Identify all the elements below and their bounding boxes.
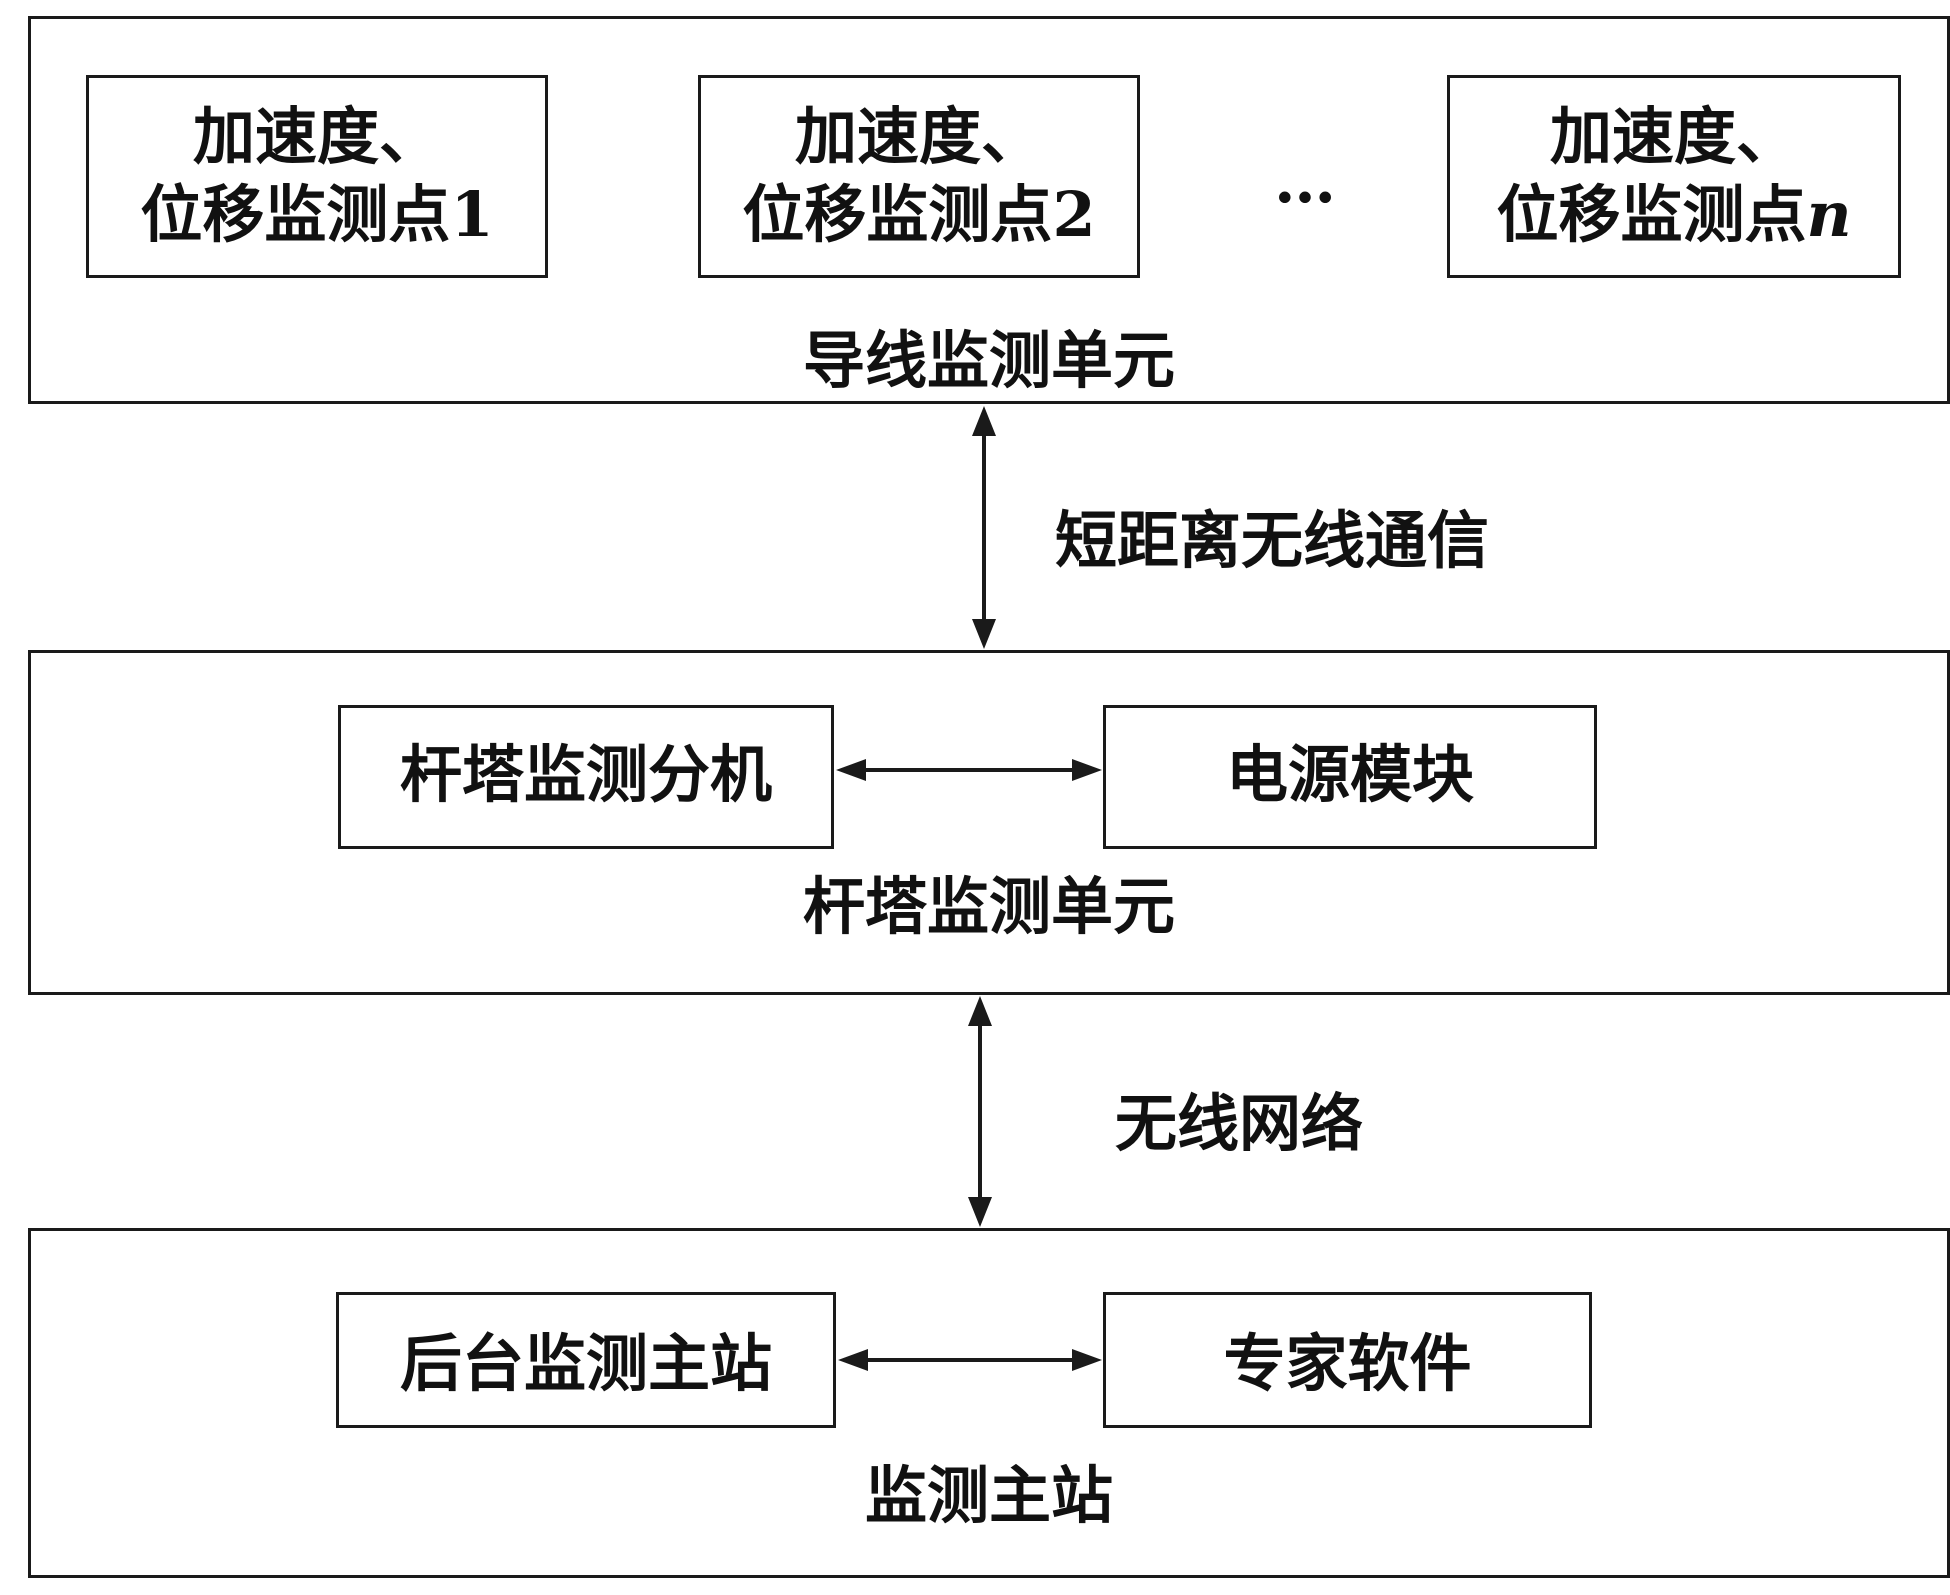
tower-monitoring-unit-label: 杆塔监测单元 bbox=[802, 870, 1175, 943]
monitoring-point-1-label: 加速度、 位移监测点1 bbox=[86, 98, 548, 254]
short-range-wireless-arrow bbox=[972, 406, 996, 649]
monitoring-point-2-line2-wrap: 位移监测点2 bbox=[698, 176, 1140, 254]
monitoring-point-n-line2: 位移监测点 bbox=[1496, 178, 1807, 251]
expert-software-box bbox=[1103, 1292, 1592, 1428]
monitoring-point-2-index: 2 bbox=[1052, 178, 1096, 251]
monitoring-point-n-line1: 加速度、 bbox=[1549, 100, 1798, 173]
monitoring-point-2-line1: 加速度、 bbox=[794, 100, 1043, 173]
short-range-wireless-label: 短距离无线通信 bbox=[1055, 504, 1490, 577]
monitoring-master-station-label: 监测主站 bbox=[864, 1459, 1113, 1532]
monitoring-point-2-label: 加速度、 位移监测点2 bbox=[698, 98, 1140, 254]
monitoring-point-1-line2-wrap: 位移监测点1 bbox=[86, 176, 548, 254]
monitoring-point-n-line2-wrap: 位移监测点n bbox=[1447, 176, 1901, 254]
monitoring-point-n-index: n bbox=[1806, 178, 1852, 251]
power-module-label: 电源模块 bbox=[1225, 738, 1474, 811]
monitoring-point-1-index: 1 bbox=[450, 178, 494, 251]
conductor-monitoring-unit-label: 导线监测单元 bbox=[802, 324, 1175, 397]
tower-monitoring-extension-label: 杆塔监测分机 bbox=[399, 738, 772, 811]
monitoring-point-1 bbox=[86, 75, 548, 278]
power-module-box bbox=[1103, 705, 1597, 849]
wireless-network-label: 无线网络 bbox=[1115, 1087, 1364, 1160]
monitoring-point-1-line1: 加速度、 bbox=[192, 100, 441, 173]
master-expert-arrow bbox=[838, 1349, 1102, 1371]
wireless-network-arrow bbox=[968, 996, 992, 1227]
extension-power-arrow bbox=[836, 759, 1102, 781]
ellipsis: … bbox=[1274, 144, 1336, 217]
tower-monitoring-extension-box bbox=[338, 705, 834, 849]
monitoring-point-2 bbox=[698, 75, 1140, 278]
monitoring-point-n-label: 加速度、 位移监测点n bbox=[1447, 98, 1901, 254]
expert-software-label: 专家软件 bbox=[1223, 1327, 1472, 1400]
monitoring-point-2-line2: 位移监测点 bbox=[742, 178, 1053, 251]
monitoring-point-1-line2: 位移监测点 bbox=[140, 178, 451, 251]
backend-master-station-box bbox=[336, 1292, 836, 1428]
backend-master-station-label: 后台监测主站 bbox=[399, 1327, 772, 1400]
monitoring-point-n bbox=[1447, 75, 1901, 278]
